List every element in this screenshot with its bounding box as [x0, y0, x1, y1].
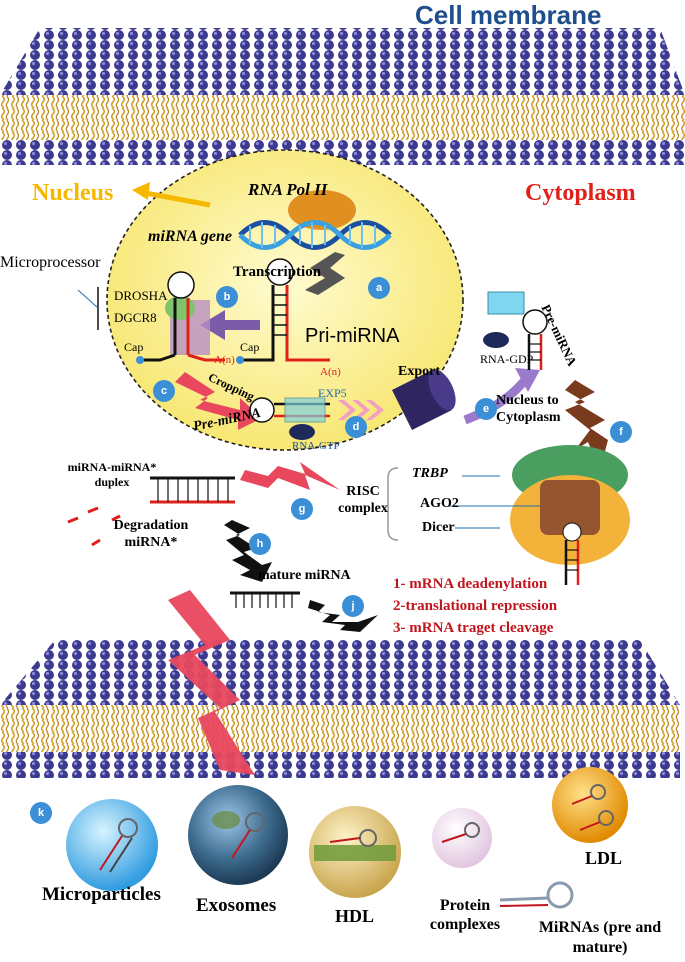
- microparticles-label: Microparticles: [42, 884, 161, 905]
- step-f-badge: f: [610, 421, 632, 443]
- cap-left-label: Cap: [124, 340, 144, 354]
- rna-pol-shape: [288, 190, 356, 230]
- step-g-badge: g: [291, 498, 313, 520]
- nucleus-to-cytoplasm-label: Nucleus to Cytoplasm: [496, 392, 606, 426]
- cytoplasm-label: Cytoplasm: [525, 180, 636, 206]
- dna-helix: [238, 220, 392, 250]
- risc-complex-shape: [510, 445, 630, 585]
- page-title: Cell membrane: [415, 0, 602, 30]
- ldl-label: LDL: [585, 848, 623, 868]
- degradation-label: Degradation miRNA*: [106, 517, 196, 551]
- step-k-badge: k: [30, 802, 52, 824]
- pri-mirna-hairpin: [236, 258, 330, 364]
- rna-gdp-label: RNA-GDP: [480, 352, 534, 366]
- carrier-spheres: [66, 767, 628, 898]
- mirna-duplex: [150, 476, 235, 504]
- pri-mirna-label: Pri-miRNA: [305, 325, 400, 347]
- exosomes-label: Exosomes: [196, 895, 277, 916]
- degradation-text: Degradation miRNA*: [113, 518, 189, 550]
- nuclear-pore: [392, 369, 456, 430]
- mirnas-text: MiRNAs (pre and mature): [538, 919, 662, 956]
- step-d-badge: d: [345, 416, 367, 438]
- nucleus-to-cytoplasm-text: Nucleus to Cytoplasm: [496, 393, 561, 425]
- step-c-badge: c: [153, 380, 175, 402]
- mature-mirna-label: mature miRNA: [258, 568, 351, 583]
- microprocessor-complex: [136, 271, 225, 364]
- step-e-badge: e: [475, 398, 497, 420]
- dgcr8-label: DGCR8: [114, 310, 157, 325]
- exp5-label: EXP5: [318, 386, 347, 400]
- nucleus-label: Nucleus: [32, 180, 114, 206]
- protein-complexes-text: Protein complexes: [429, 897, 501, 933]
- hdl-label: HDL: [335, 906, 375, 926]
- transcription-label: Transcription: [233, 264, 322, 280]
- trbp-label: TRBP: [412, 466, 448, 481]
- an-left-label: A(n): [214, 354, 235, 366]
- microprocessor-label: Microprocessor: [0, 254, 101, 271]
- top-membrane: [0, 28, 685, 165]
- function-2: 2-translational repression: [393, 598, 558, 614]
- duplex-text: miRNA-miRNA* duplex: [67, 460, 157, 489]
- mirnas-label: MiRNAs (pre and mature): [515, 918, 685, 958]
- function-1: 1- mRNA deadenylation: [393, 576, 548, 592]
- risc-label: RISC complex: [335, 483, 391, 517]
- rna-gtp-label: RNA-GTP: [292, 440, 340, 452]
- mature-mirna-strand: [230, 591, 300, 608]
- step-j-badge: j: [342, 595, 364, 617]
- rna-pol-label: RNA Pol II: [248, 180, 328, 199]
- pre-mirna-cytoplasm: [483, 291, 548, 370]
- drosha-label: DROSHA: [114, 288, 168, 303]
- carrier-hairpins: [99, 784, 614, 909]
- bottom-membrane: [0, 640, 680, 778]
- step-h-badge: h: [249, 533, 271, 555]
- risc-text: RISC complex: [338, 484, 388, 516]
- cap-right-label: Cap: [240, 340, 260, 354]
- ago2-label: AGO2: [420, 496, 459, 511]
- export-label: Export: [398, 364, 440, 379]
- dicer-label: Dicer: [422, 520, 455, 535]
- function-3: 3- mRNA traget cleavage: [393, 620, 554, 636]
- step-a-badge: a: [368, 277, 390, 299]
- an-right-label: A(n): [320, 366, 341, 378]
- duplex-label: miRNA-miRNA* duplex: [62, 460, 162, 490]
- mirna-gene-label: miRNA gene: [148, 228, 233, 245]
- protein-complexes-label: Protein complexes: [420, 896, 510, 934]
- step-b-badge: b: [216, 286, 238, 308]
- pre-mirna-exp5: [249, 397, 330, 440]
